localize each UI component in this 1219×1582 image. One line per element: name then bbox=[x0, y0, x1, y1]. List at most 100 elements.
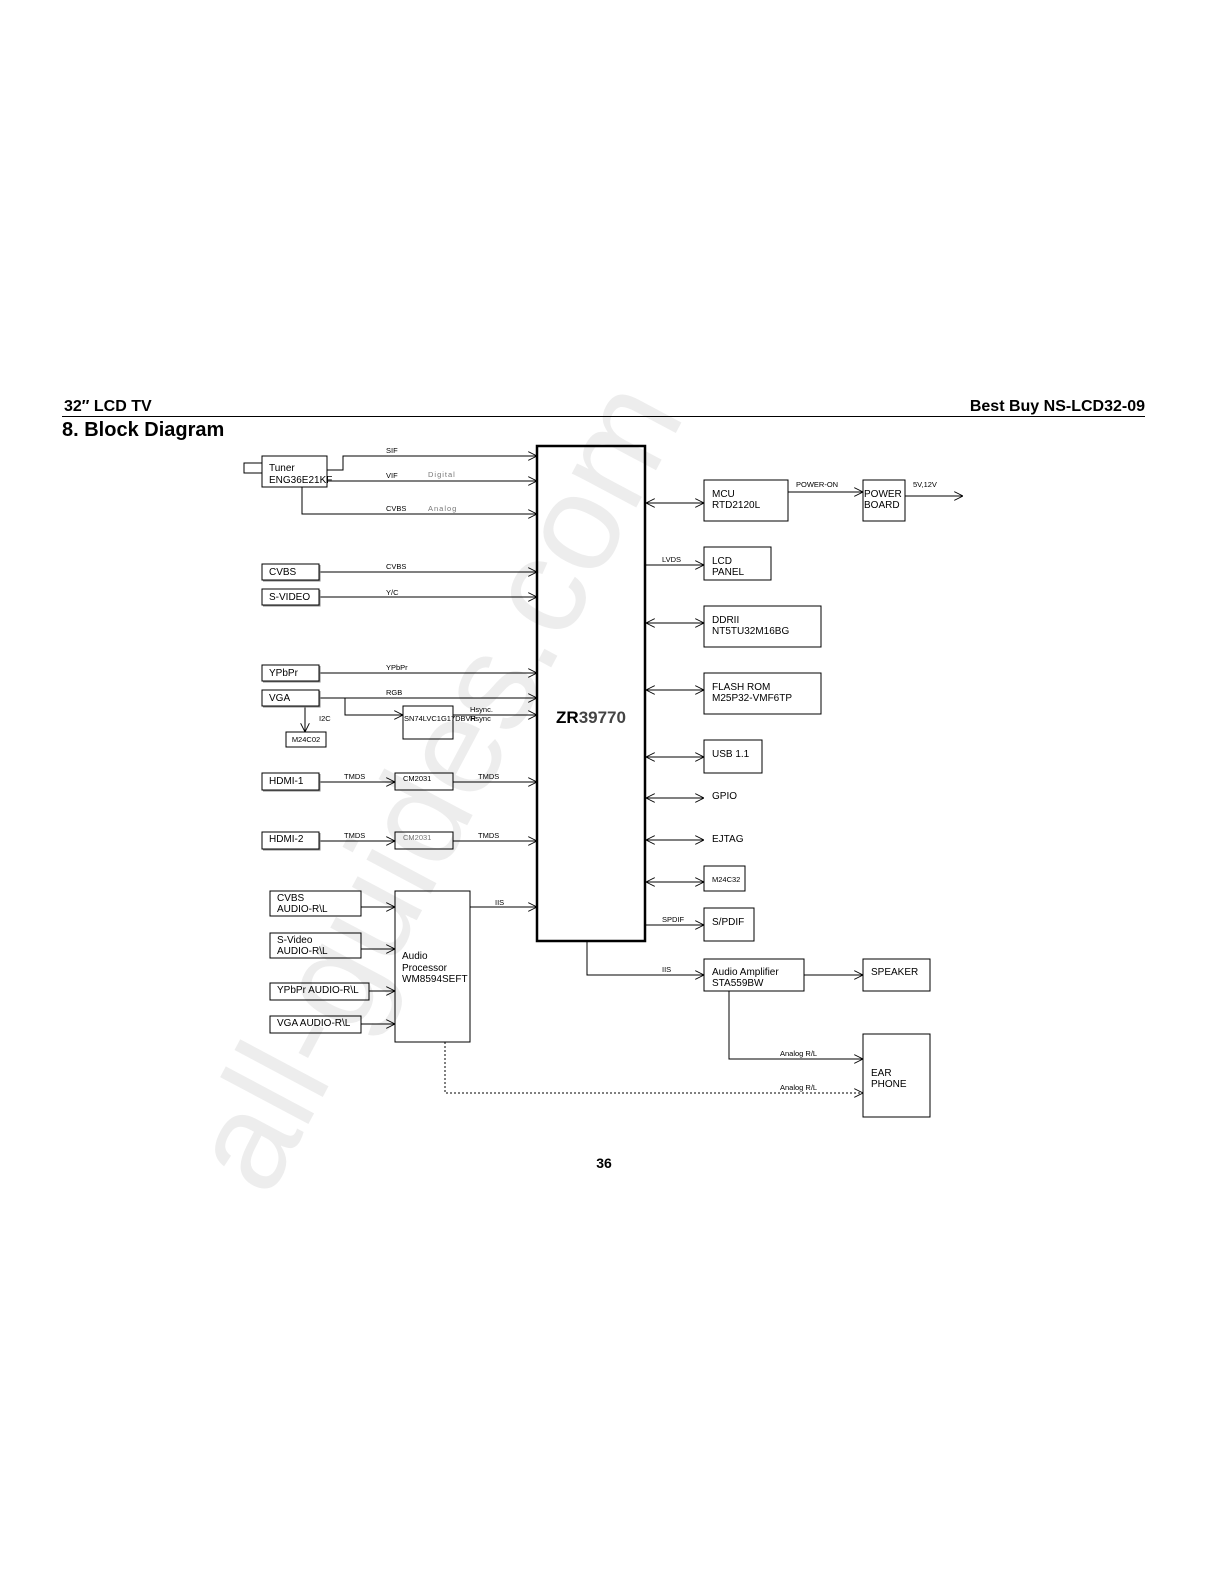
header-model: 32″ LCD TV bbox=[64, 398, 152, 415]
wires bbox=[243, 456, 963, 1093]
vga-label: VGA bbox=[269, 693, 290, 704]
signal-vif: VIF bbox=[386, 471, 398, 480]
speaker-block: SPEAKER bbox=[862, 958, 931, 992]
m24c32-block: M24C32 bbox=[703, 865, 746, 892]
ddrii-block: DDRII NT5TU32M16BG bbox=[703, 605, 822, 648]
signal-labels: SIF VIF Digital CVBS Analog CVBS Y/C YPb… bbox=[319, 446, 937, 1092]
ddrii-label: DDRII bbox=[712, 615, 739, 626]
signal-hsync-1: Hsync. bbox=[470, 705, 493, 714]
header-rule bbox=[62, 416, 1145, 417]
ypbpr-audio-label: YPbPr AUDIO-R\L bbox=[277, 985, 359, 996]
sn74-block: SN74LVC1G17DBVR bbox=[402, 705, 477, 740]
signal-tmds-1a: TMDS bbox=[344, 772, 365, 781]
power-board-label: POWER bbox=[864, 489, 902, 500]
signal-power-on: POWER-ON bbox=[796, 480, 838, 489]
ypbpr-label: YPbPr bbox=[269, 668, 299, 679]
ypbpr-audio-block: YPbPr AUDIO-R\L bbox=[269, 982, 370, 1001]
usb-label: USB 1.1 bbox=[712, 749, 750, 760]
cvbs-block: CVBS bbox=[261, 563, 321, 582]
ear-phone-label: EAR bbox=[871, 1068, 892, 1079]
header-brand-model: Best Buy NS-LCD32-09 bbox=[969, 398, 1145, 415]
m24c02-label: M24C02 bbox=[292, 735, 320, 744]
cvbs-label: CVBS bbox=[269, 567, 297, 578]
section-title: 8. Block Diagram bbox=[62, 419, 225, 441]
vga-audio-block: VGA AUDIO-R\L bbox=[269, 1015, 362, 1034]
signal-rgb: RGB bbox=[386, 688, 402, 697]
power-board-block: POWER BOARD bbox=[862, 479, 906, 522]
svideo-block: S-VIDEO bbox=[261, 588, 321, 607]
cm2031-1-label: CM2031 bbox=[403, 774, 431, 783]
cvbs-audio-block: CVBS AUDIO-R\L bbox=[269, 890, 362, 917]
hdmi2-block: HDMI-2 bbox=[261, 831, 321, 851]
mcu-block: MCU RTD2120L bbox=[703, 479, 789, 522]
mcu-label: MCU bbox=[712, 489, 735, 500]
page-number: 36 bbox=[596, 1155, 612, 1171]
svideo-audio-rl-label: AUDIO-R\L bbox=[277, 946, 328, 957]
spdif-block: S/PDIF bbox=[703, 907, 755, 942]
signal-iis-1: IIS bbox=[495, 898, 504, 907]
hdmi2-label: HDMI-2 bbox=[269, 834, 304, 845]
svideo-audio-block: S-Video AUDIO-R\L bbox=[269, 932, 362, 959]
m24c32-label: M24C32 bbox=[712, 875, 740, 884]
svg-text:ZR39770: ZR39770 bbox=[556, 708, 626, 727]
vga-block: VGA bbox=[261, 689, 321, 708]
chip-block: ZR39770 bbox=[535, 444, 647, 943]
cm2031-2-label: CM2031 bbox=[403, 833, 431, 842]
sn74-label: SN74LVC1G17DBVR bbox=[404, 714, 477, 723]
cvbs-audio-label: CVBS bbox=[277, 893, 305, 904]
signal-tmds-2b: TMDS bbox=[478, 831, 499, 840]
signal-tmds-1b: TMDS bbox=[478, 772, 499, 781]
signal-i2c: I2C bbox=[319, 714, 331, 723]
signal-iis-2: IIS bbox=[662, 965, 671, 974]
power-board-label-2: BOARD bbox=[864, 500, 900, 511]
ddrii-part-label: NT5TU32M16BG bbox=[712, 626, 789, 637]
signal-digital: Digital bbox=[428, 470, 456, 479]
ypbpr-block: YPbPr bbox=[261, 664, 321, 683]
signal-spdif: SPDIF bbox=[662, 915, 685, 924]
lcd-panel-block: LCD PANEL bbox=[703, 546, 772, 581]
svideo-label: S-VIDEO bbox=[269, 592, 310, 603]
signal-hsync-2: Hsync bbox=[470, 714, 491, 723]
ear-phone-block: EAR PHONE bbox=[862, 1033, 931, 1118]
flash-rom-block: FLASH ROM M25P32-VMF6TP bbox=[703, 672, 822, 715]
speaker-label: SPEAKER bbox=[871, 967, 918, 978]
lcd-panel-label-2: PANEL bbox=[712, 567, 744, 578]
signal-cvbs: CVBS bbox=[386, 562, 406, 571]
signal-power-out: 5V,12V bbox=[913, 480, 937, 489]
vga-audio-label: VGA AUDIO-R\L bbox=[277, 1018, 351, 1029]
gpio-label: GPIO bbox=[712, 791, 737, 802]
audio-amp-block: Audio Amplifier STA559BW bbox=[703, 958, 805, 992]
tuner-block: Tuner ENG36E21KF bbox=[261, 455, 332, 488]
mcu-part-label: RTD2120L bbox=[712, 500, 761, 511]
hdmi1-label: HDMI-1 bbox=[269, 776, 304, 787]
signal-yc: Y/C bbox=[386, 588, 399, 597]
tuner-label: Tuner bbox=[269, 463, 295, 474]
svideo-audio-label: S-Video bbox=[277, 935, 313, 946]
ear-phone-label-2: PHONE bbox=[871, 1079, 907, 1090]
m24c02-block: M24C02 bbox=[285, 731, 327, 748]
audio-processor-label: Audio bbox=[402, 951, 428, 962]
spdif-block-label: S/PDIF bbox=[712, 917, 744, 928]
signal-tmds-2a: TMDS bbox=[344, 831, 365, 840]
hdmi1-block: HDMI-1 bbox=[261, 772, 321, 792]
audio-amp-label: Audio Amplifier bbox=[712, 967, 779, 978]
antenna-connector bbox=[243, 462, 263, 474]
flash-rom-label: FLASH ROM bbox=[712, 682, 770, 693]
usb-block: USB 1.1 bbox=[703, 739, 763, 774]
chip-suffix: 39770 bbox=[579, 708, 626, 727]
ejtag-label: EJTAG bbox=[712, 834, 744, 845]
flash-rom-part-label: M25P32-VMF6TP bbox=[712, 693, 792, 704]
signal-analog-rl-2: Analog R/L bbox=[780, 1083, 817, 1092]
chip-prefix: ZR bbox=[556, 708, 579, 727]
audio-processor-block: Audio Processor WM8594SEFT bbox=[394, 890, 471, 1043]
signal-sif: SIF bbox=[386, 446, 398, 455]
signal-analog: Analog bbox=[428, 504, 457, 513]
signal-analog-rl-1: Analog R/L bbox=[780, 1049, 817, 1058]
signal-lvds: LVDS bbox=[662, 555, 681, 564]
cm2031-2-block: CM2031 bbox=[394, 831, 454, 850]
cvbs-audio-rl-label: AUDIO-R\L bbox=[277, 904, 328, 915]
signal-ypbpr: YPbPr bbox=[386, 663, 408, 672]
audio-processor-part-label: WM8594SEFT bbox=[402, 974, 468, 985]
cm2031-1-block: CM2031 bbox=[394, 772, 454, 791]
